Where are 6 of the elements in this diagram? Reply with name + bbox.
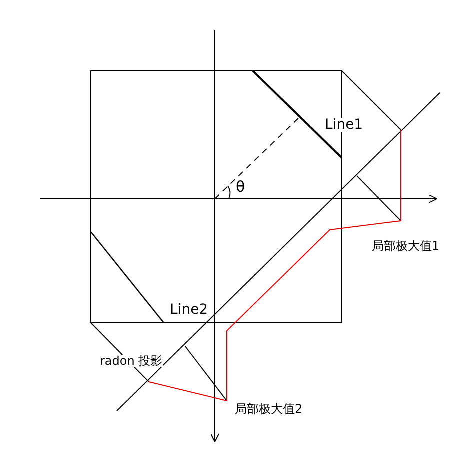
angle-label: θ [236, 180, 246, 195]
annotation-label: 局部极大值1 [372, 240, 440, 252]
annotation-label: 局部极大值2 [235, 403, 303, 415]
line-label: Line1 [325, 118, 364, 132]
annotation-label: radon 投影 [100, 355, 163, 367]
line-label: Line2 [170, 303, 208, 317]
